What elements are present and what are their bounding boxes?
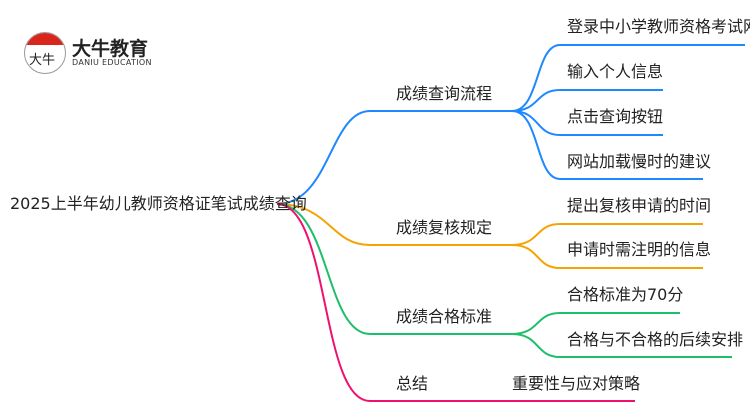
root-topic: 2025上半年幼儿教师资格证笔试成绩查询 <box>10 194 307 213</box>
daniu-logo: 大牛 大牛教育 DANIU EDUCATION <box>22 30 202 74</box>
branch-1-lines <box>276 44 745 205</box>
child-node: 输入个人信息 <box>567 62 664 81</box>
child-node: 登录中小学教师资格考试网 <box>567 17 750 36</box>
child-node: 合格与不合格的后续安排 <box>567 330 744 349</box>
logo-mark: 大牛 <box>24 32 66 74</box>
logo-subtitle: DANIU EDUCATION <box>72 58 152 67</box>
logo-name: 大牛教育 <box>72 38 149 60</box>
child-node: 提出复核申请的时间 <box>567 196 712 215</box>
branch-review-rules: 成绩复核规定 <box>396 218 493 237</box>
child-node: 合格标准为70分 <box>567 285 684 304</box>
branch-2-lines <box>276 203 703 269</box>
branch-query-process: 成绩查询流程 <box>396 84 493 103</box>
child-node: 点击查询按钮 <box>567 107 664 126</box>
branch-summary: 总结 <box>396 374 429 393</box>
branch-pass-standard: 成绩合格标准 <box>396 307 493 326</box>
child-node: 申请时需注明的信息 <box>567 240 712 259</box>
branch-3-lines <box>276 203 732 358</box>
child-node: 网站加载慢时的建议 <box>567 152 712 171</box>
child-node: 重要性与应对策略 <box>512 374 641 393</box>
branch-4-lines <box>276 203 635 402</box>
